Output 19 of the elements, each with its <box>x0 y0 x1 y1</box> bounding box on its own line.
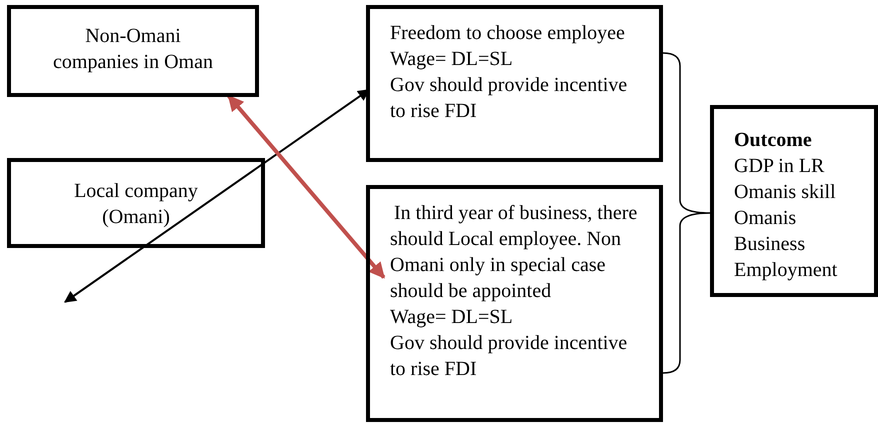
heading: Outcome <box>734 128 813 153</box>
box-text: Omanis skill <box>734 180 837 205</box>
box-text: Employment <box>734 258 838 283</box>
box-text: Omanis Business <box>734 206 806 257</box>
box-text: Local company (Omani) <box>73 179 199 230</box>
box-text: Non-Omani companies in Oman <box>52 24 214 75</box>
text-box <box>366 185 663 422</box>
box-text: Wage= DL=SL <box>390 305 514 330</box>
box-text: Wage= DL=SL <box>390 47 514 72</box>
text-box <box>7 158 265 248</box>
text-box <box>366 5 663 162</box>
box-text: Freedom to choose employee <box>390 21 626 46</box>
box-text: Gov should provide incentive to rise FDI <box>390 73 628 124</box>
box-text: Gov should provide incentive to rise FDI <box>390 331 628 382</box>
box-text: GDP in LR <box>734 154 826 179</box>
text-box <box>7 5 259 97</box>
double-arrow <box>227 94 386 279</box>
text-box <box>710 105 878 297</box>
box-text: In third year of business, there should Local employee. Non Omani only in special case should be appointed <box>390 201 638 304</box>
